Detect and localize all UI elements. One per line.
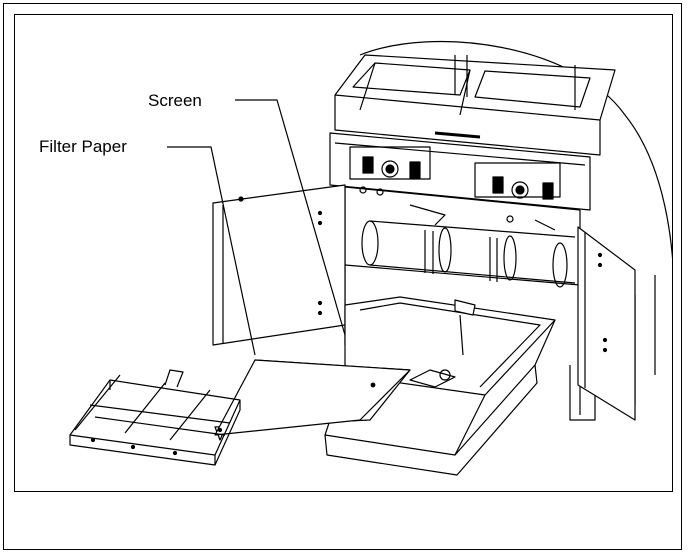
screen-leader-line — [235, 99, 346, 336]
screen-frame — [69, 369, 241, 466]
control-panel — [329, 131, 591, 211]
illustration-panel: Screen Filter Paper — [14, 14, 673, 492]
fryer-top — [334, 54, 616, 156]
figure-frame: Screen Filter Paper — [3, 3, 682, 550]
screen-callout: Screen — [148, 91, 202, 110]
right-door — [577, 226, 636, 421]
cutaway-arc — [359, 40, 672, 261]
left-door — [212, 184, 346, 346]
filter-paper-callout: Filter Paper — [39, 137, 127, 156]
filter-manifold — [359, 186, 576, 288]
filter-paper-sheet — [214, 359, 411, 441]
filter-paper-leader-line — [167, 146, 256, 356]
fryer-filter-illustration: Screen Filter Paper — [39, 40, 672, 476]
